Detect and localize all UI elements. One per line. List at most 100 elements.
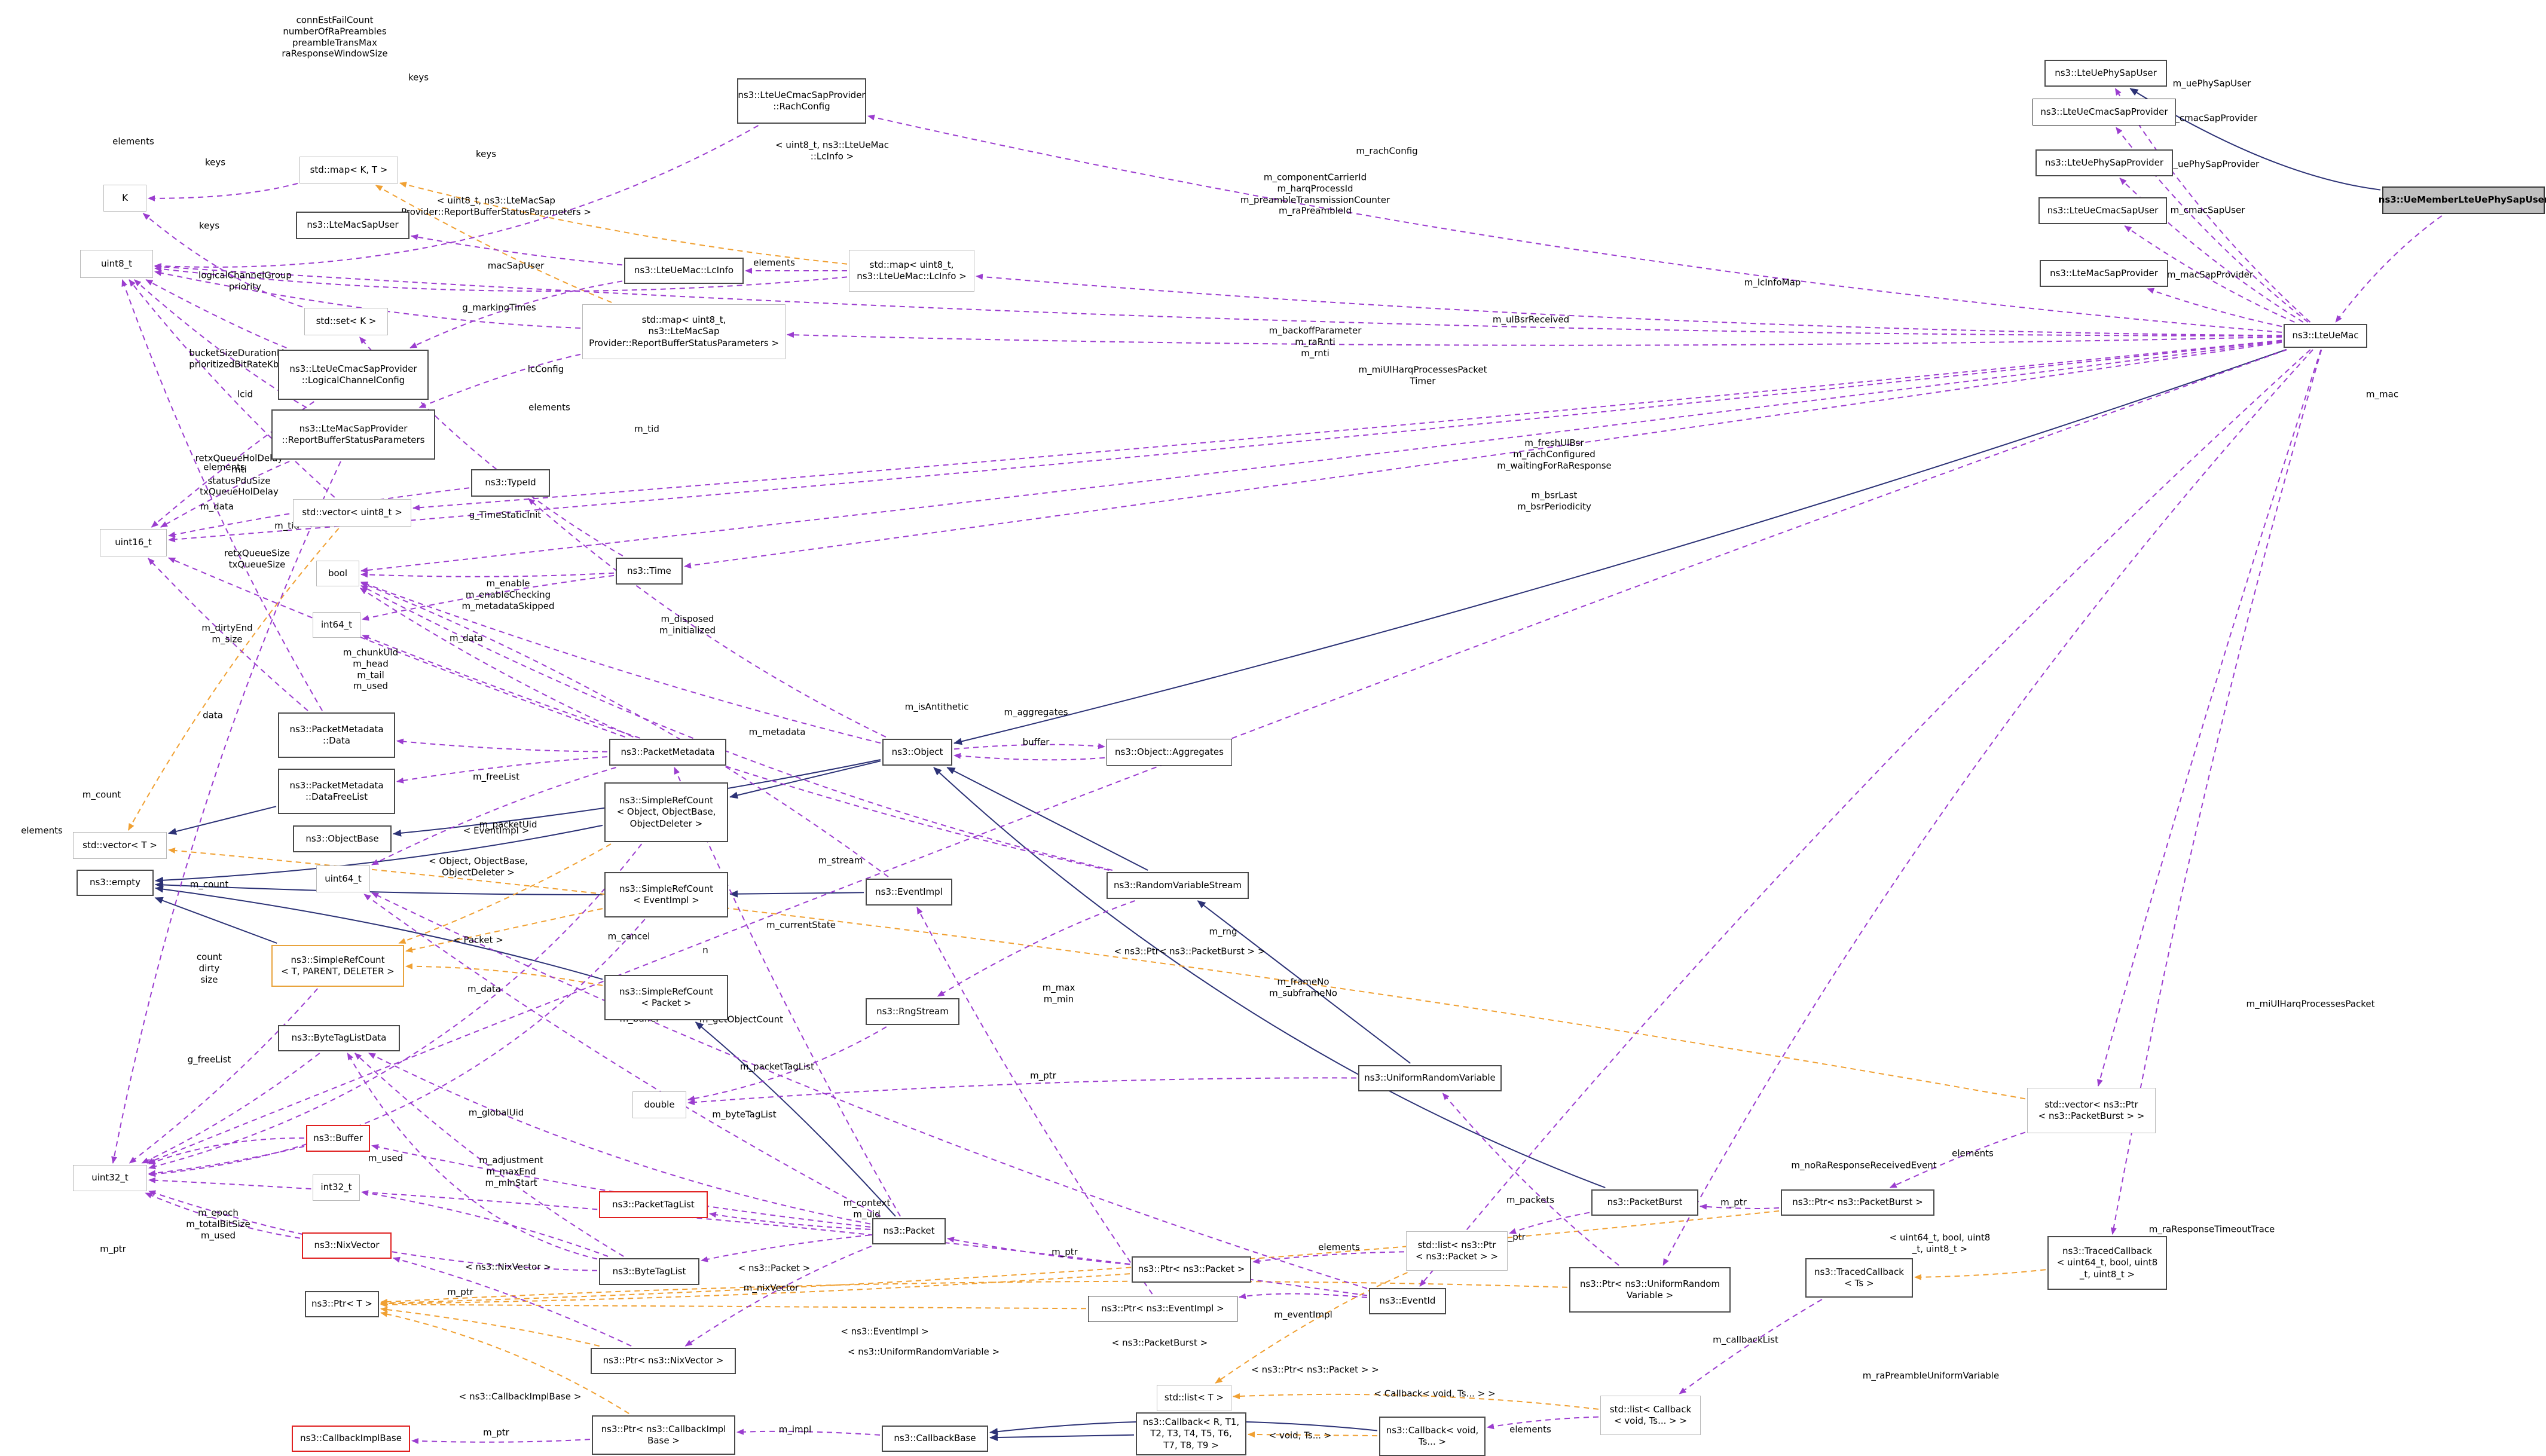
node-rachConfig[interactable]: ns3::LteUeCmacSapProvider::RachConfig (737, 78, 866, 124)
edge-label-line: < ns3::CallbackImplBase > (459, 1391, 582, 1402)
edge-label-line: m_max (1042, 982, 1075, 993)
edge-label: m_packetUid (479, 819, 537, 831)
node-pmFree[interactable]: ns3::PacketMetadata::DataFreeList (278, 769, 395, 814)
node-mapKT[interactable]: std::map< K, T > (299, 157, 398, 183)
node-rng[interactable]: ns3::RngStream (866, 998, 959, 1025)
node-rvs[interactable]: ns3::RandomVariableStream (1107, 872, 1249, 899)
edge-label-line: m_used (200, 1229, 236, 1241)
node-uint8[interactable]: uint8_t (80, 250, 153, 278)
node-int64[interactable]: int64_t (313, 612, 360, 638)
edge-label-line: elements (112, 136, 154, 147)
node-uint16[interactable]: uint16_t (100, 529, 167, 556)
node-vecU8[interactable]: std::vector< uint8_t > (293, 499, 411, 527)
node-label-line: bool (328, 567, 348, 579)
edge-label: m_stream (818, 855, 863, 867)
edge-label: < Packet > (453, 935, 503, 946)
node-srcEvt[interactable]: ns3::SimpleRefCount< EventImpl > (604, 872, 728, 917)
node-urv[interactable]: ns3::UniformRandomVariable (1358, 1065, 1502, 1091)
edge-label-line: < ns3::EventImpl > (840, 1326, 929, 1337)
node-pktMeta[interactable]: ns3::PacketMetadata (609, 739, 726, 766)
node-srcTPD[interactable]: ns3::SimpleRefCount< T, PARENT, DELETER … (271, 945, 404, 987)
node-buffer[interactable]: ns3::Buffer (306, 1125, 370, 1152)
node-typeId[interactable]: ns3::TypeId (471, 469, 550, 497)
node-double[interactable]: double (632, 1091, 686, 1118)
node-callbackRT[interactable]: ns3::Callback< R, T1,T2, T3, T4, T5, T6,… (1136, 1412, 1246, 1455)
node-lcInfo[interactable]: ns3::LteUeMac::LcInfo (624, 258, 744, 284)
node-tcTs[interactable]: ns3::TracedCallback< Ts > (1805, 1258, 1913, 1298)
node-btl[interactable]: ns3::ByteTagList (599, 1258, 699, 1285)
edge-label-line: < Callback< void, Ts... > > (1374, 1388, 1496, 1399)
node-cib[interactable]: ns3::CallbackImplBase (292, 1426, 410, 1452)
node-listCallback[interactable]: std::list< Callback< void, Ts... > > (1600, 1396, 1701, 1435)
edge-mapKT-K (148, 182, 298, 201)
node-ptrNix[interactable]: ns3::Ptr< ns3::NixVector > (591, 1348, 736, 1374)
node-listT[interactable]: std::list< T > (1157, 1385, 1231, 1411)
node-lteUePhySapProvider[interactable]: ns3::LteUePhySapProvider (2035, 149, 2173, 176)
node-ptrT[interactable]: ns3::Ptr< T > (305, 1291, 379, 1317)
node-pktBurst[interactable]: ns3::PacketBurst (1591, 1189, 1698, 1216)
node-aggregates[interactable]: ns3::Object::Aggregates (1107, 739, 1232, 766)
edge-lteUeMac-rachConfig (867, 114, 2282, 333)
node-object[interactable]: ns3::Object (882, 739, 952, 766)
node-lteMacSapUser[interactable]: ns3::LteMacSapUser (296, 212, 409, 239)
node-uint64[interactable]: uint64_t (316, 865, 370, 892)
edge-label-line: m_tail (357, 669, 384, 680)
node-label-line: Variable > (1626, 1290, 1674, 1301)
edge-label: < ns3::CallbackImplBase > (459, 1391, 582, 1403)
edge-label: m_rng (1209, 926, 1237, 938)
node-K[interactable]: K (103, 185, 146, 212)
node-lteUeCmacSapUser[interactable]: ns3::LteUeCmacSapUser (2038, 197, 2167, 224)
edge-label-line: m_freeList (473, 771, 519, 782)
node-rbsp[interactable]: ns3::LteMacSapProvider::ReportBufferStat… (271, 409, 435, 460)
node-srcPkt[interactable]: ns3::SimpleRefCount< Packet > (604, 975, 728, 1020)
node-nix[interactable]: ns3::NixVector (302, 1232, 392, 1259)
node-pmData[interactable]: ns3::PacketMetadata::Data (278, 712, 395, 758)
node-ptl[interactable]: ns3::PacketTagList (599, 1191, 708, 1218)
node-label-line: std::vector< T > (82, 839, 157, 851)
node-uint32[interactable]: uint32_t (73, 1165, 147, 1191)
edge-srcPkt-empty (155, 885, 603, 980)
node-srcObj[interactable]: ns3::SimpleRefCount< Object, ObjectBase,… (604, 782, 728, 842)
node-bool[interactable]: bool (316, 561, 359, 586)
node-lteUePhySapUser[interactable]: ns3::LteUePhySapUser (2044, 60, 2167, 87)
edge-label: elements (528, 402, 570, 414)
node-callbackBase[interactable]: ns3::CallbackBase (882, 1426, 988, 1452)
node-time[interactable]: ns3::Time (616, 558, 683, 585)
edge-btl-int32 (361, 1190, 609, 1257)
node-eventImpl[interactable]: ns3::EventImpl (866, 879, 952, 906)
node-ptrPB[interactable]: ns3::Ptr< ns3::PacketBurst > (1781, 1189, 1934, 1216)
node-lcc[interactable]: ns3::LteUeCmacSapProvider::LogicalChanne… (278, 350, 429, 400)
node-setK[interactable]: std::set< K > (304, 308, 388, 335)
node-lteUeCmacSapProvider[interactable]: ns3::LteUeCmacSapProvider (2032, 99, 2176, 126)
node-label-line: Ts... > (1418, 1436, 1447, 1447)
node-vecPPB[interactable]: std::vector< ns3::Ptr< ns3::PacketBurst … (2027, 1088, 2156, 1133)
edge-label-line: m_ptr (1052, 1246, 1078, 1258)
node-packet[interactable]: ns3::Packet (872, 1218, 946, 1244)
edge-rvs-int64 (362, 634, 1110, 871)
node-ptrEvt[interactable]: ns3::Ptr< ns3::EventImpl > (1088, 1296, 1237, 1322)
node-eventId[interactable]: ns3::EventId (1369, 1288, 1446, 1314)
node-objBase[interactable]: ns3::ObjectBase (293, 825, 392, 852)
edge-ueMember-lteUeMac (2335, 215, 2443, 323)
node-callbackVoidTs[interactable]: ns3::Callback< void,Ts... > (1379, 1417, 1486, 1456)
node-listPtrPacket[interactable]: std::list< ns3::Ptr< ns3::Packet > > (1406, 1231, 1508, 1271)
node-mapLcInfo[interactable]: std::map< uint8_t,ns3::LteUeMac::LcInfo … (849, 250, 974, 292)
edge-label-line: m_bsrLast (1531, 490, 1578, 501)
node-empty[interactable]: ns3::empty (77, 870, 154, 896)
node-lteMacSapProvider[interactable]: ns3::LteMacSapProvider (2040, 260, 2168, 287)
edge-label: m_ptr (100, 1244, 126, 1255)
node-int32[interactable]: int32_t (313, 1174, 360, 1201)
node-ueMember: ns3::UeMemberLteUePhySapUser (2379, 186, 2546, 214)
node-ptrPacket[interactable]: ns3::Ptr< ns3::Packet > (1132, 1256, 1251, 1283)
node-lteUeMac[interactable]: ns3::LteUeMac (2284, 324, 2367, 348)
node-tcU64[interactable]: ns3::TracedCallback< uint64_t, bool, uin… (2047, 1236, 2167, 1290)
node-btld[interactable]: ns3::ByteTagListData (278, 1025, 400, 1051)
edge-label-line: m_packetUid (479, 819, 537, 830)
node-vecT[interactable]: std::vector< T > (73, 832, 167, 859)
edge-lteUeMac-uint16 (168, 340, 2282, 543)
node-label-line: std::list< Callback (1609, 1403, 1692, 1415)
